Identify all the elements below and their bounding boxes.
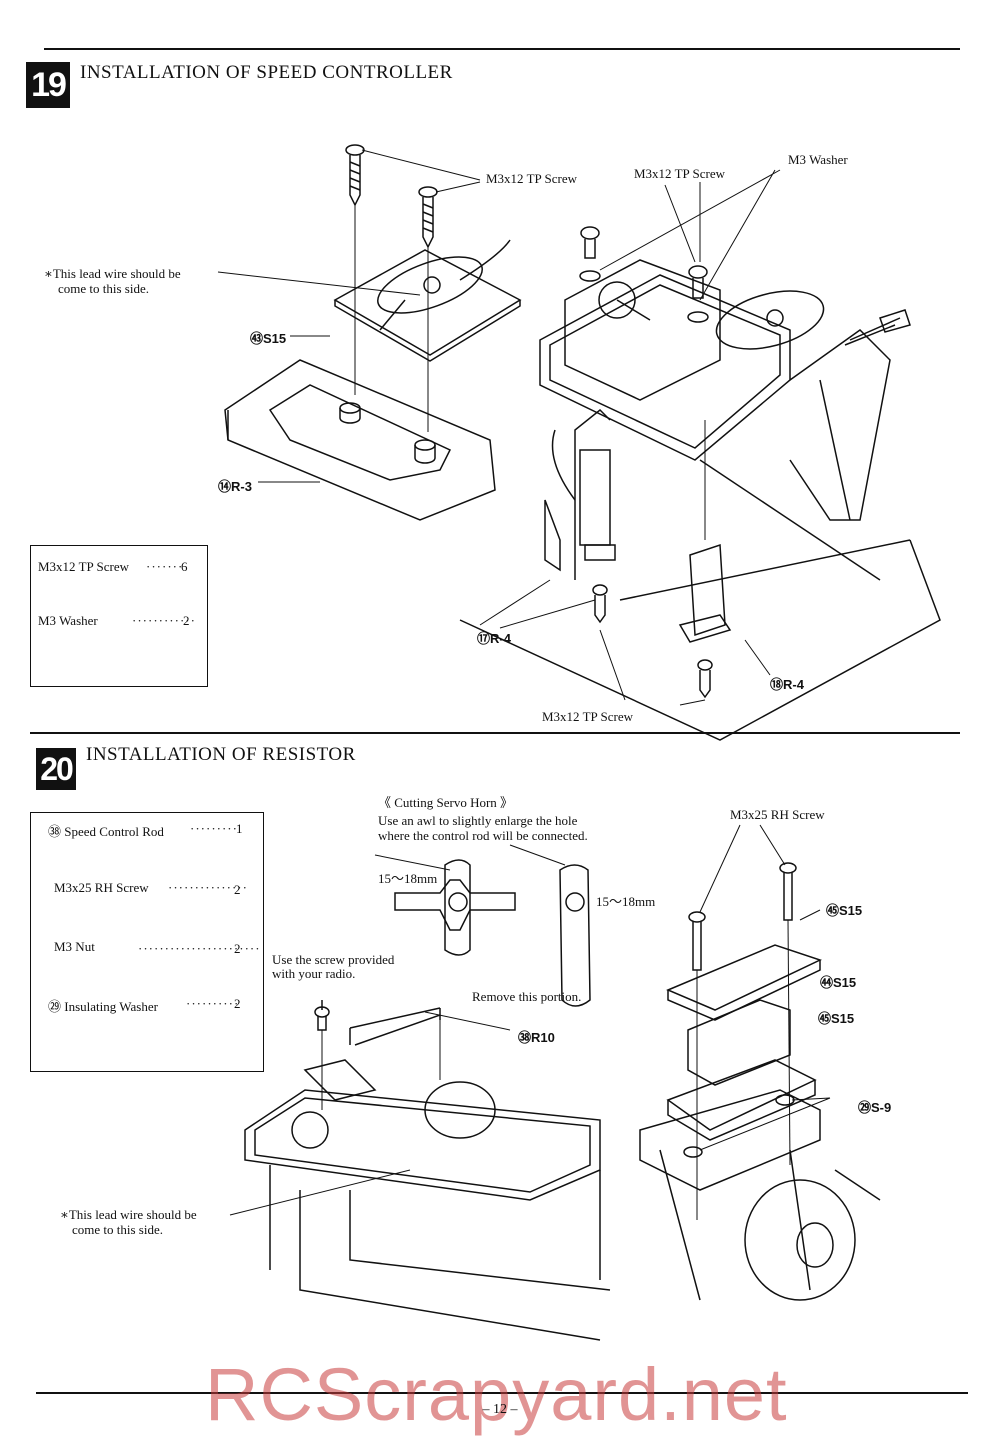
chassis-left-20 [244, 1007, 611, 1341]
parts20-insulating-washer-leader: ·········· [186, 996, 240, 1011]
parts20-rh-screw-name: M3x25 RH Screw [54, 880, 149, 895]
screw-right-2 [687, 265, 709, 323]
parts19-washer-name: M3 Washer [38, 613, 98, 628]
parts20-nut-qty: 2 [234, 941, 241, 956]
lead-note-19-line2: come to this side. [58, 281, 149, 296]
resistor-stack [639, 944, 881, 1301]
screw-left-2 [418, 186, 438, 249]
watermark-text: RCScrapyard.net [205, 1353, 788, 1436]
parts20-rod-name: ㊳ Speed Control Rod [48, 824, 164, 839]
lead-note-19-line1: ∗This lead wire should be [44, 266, 181, 281]
cutting-note-line2: where the control rod will be connected. [378, 828, 588, 843]
parts20-insulating-washer-qty: 2 [234, 996, 241, 1011]
screw-note-line2: with your radio. [272, 966, 356, 981]
label-part-r4-b: ⑱R-4 [770, 677, 804, 692]
label-s15-b: ㊹S15 [820, 975, 857, 990]
lead-note-20-line1: ∗This lead wire should be [60, 1207, 197, 1222]
parts19-screw-name: M3x12 TP Screw [38, 559, 129, 574]
screw-right-4 [697, 659, 713, 699]
parts20-rod-leader: ········· [190, 821, 238, 836]
label-m3x25-rh-screw: M3x25 RH Screw [730, 807, 825, 822]
section20-title: INSTALLATION OF RESISTOR [86, 744, 356, 765]
remove-portion-note: Remove this portion. [472, 989, 582, 1004]
label-m3x12-screw-bottom: M3x12 TP Screw [542, 709, 633, 724]
section19-parts-list [30, 545, 208, 687]
rh-screw-2 [779, 862, 797, 921]
servo-horn-sketch [374, 844, 591, 1007]
controller-plate-s15 [333, 239, 522, 362]
screw-right-1 [579, 226, 601, 282]
parts20-rod-qty: 1 [236, 821, 243, 836]
parts19-screw-leader: ······· [146, 559, 184, 574]
parts20-insulating-washer-name: ㉙ Insulating Washer [48, 999, 158, 1014]
label-m3x12-screw-b: M3x12 TP Screw [634, 166, 725, 181]
screw-note-line1: Use the screw provided [272, 952, 395, 967]
label-rod-r10: ㊳R10 [518, 1030, 555, 1045]
label-s15-a: ㊺S15 [826, 903, 863, 918]
label-s15-c: ㊺S15 [818, 1011, 855, 1026]
controller-base-r3 [224, 359, 496, 521]
footer-rule [36, 1392, 968, 1394]
section19-step-number: 19 [26, 62, 70, 108]
rh-screw-1 [688, 911, 706, 971]
parts20-rh-screw-leader: ··············· [168, 880, 248, 895]
label-part-s15: ㊸S15 [250, 331, 287, 346]
screw-left-1 [345, 144, 365, 207]
parts20-rh-screw-qty: 2 [234, 882, 241, 897]
spacer-r4 [678, 543, 732, 643]
section19-title: INSTALLATION OF SPEED CONTROLLER [80, 62, 453, 83]
section20-parts-list [30, 812, 264, 1072]
dimension-right: 15～18mm [596, 894, 656, 909]
parts19-screw-qty: 6 [181, 559, 188, 574]
parts19-washer-leader: ············ [132, 613, 196, 628]
label-part-r4-a: ⑰R-4 [477, 631, 511, 646]
page-number: – 12 – [482, 1402, 518, 1417]
chassis-frame-right [459, 259, 941, 741]
section20-top-rule [30, 732, 960, 734]
label-m3x12-screw-a: M3x12 TP Screw [486, 171, 577, 186]
parts19-washer-qty: 2 [183, 613, 190, 628]
section20-step-number: 20 [36, 748, 76, 790]
parts20-nut-name: M3 Nut [54, 939, 95, 954]
screw-right-3 [592, 584, 608, 624]
label-s9: ㉙S-9 [858, 1100, 892, 1115]
lead-note-20-line2: come to this side. [72, 1222, 163, 1237]
label-part-r3: ⑭R-3 [218, 479, 252, 494]
screw-20-left [314, 1006, 330, 1031]
dimension-left: 15～18mm [378, 871, 438, 886]
section19-top-rule [44, 48, 960, 50]
label-m3-washer: M3 Washer [788, 152, 848, 167]
cutting-servo-horn-title: 《 Cutting Servo Horn 》 [378, 795, 514, 810]
parts20-nut-leader: ······················· [138, 941, 261, 956]
cutting-note-line1: Use an awl to slightly enlarge the hole [378, 813, 578, 828]
